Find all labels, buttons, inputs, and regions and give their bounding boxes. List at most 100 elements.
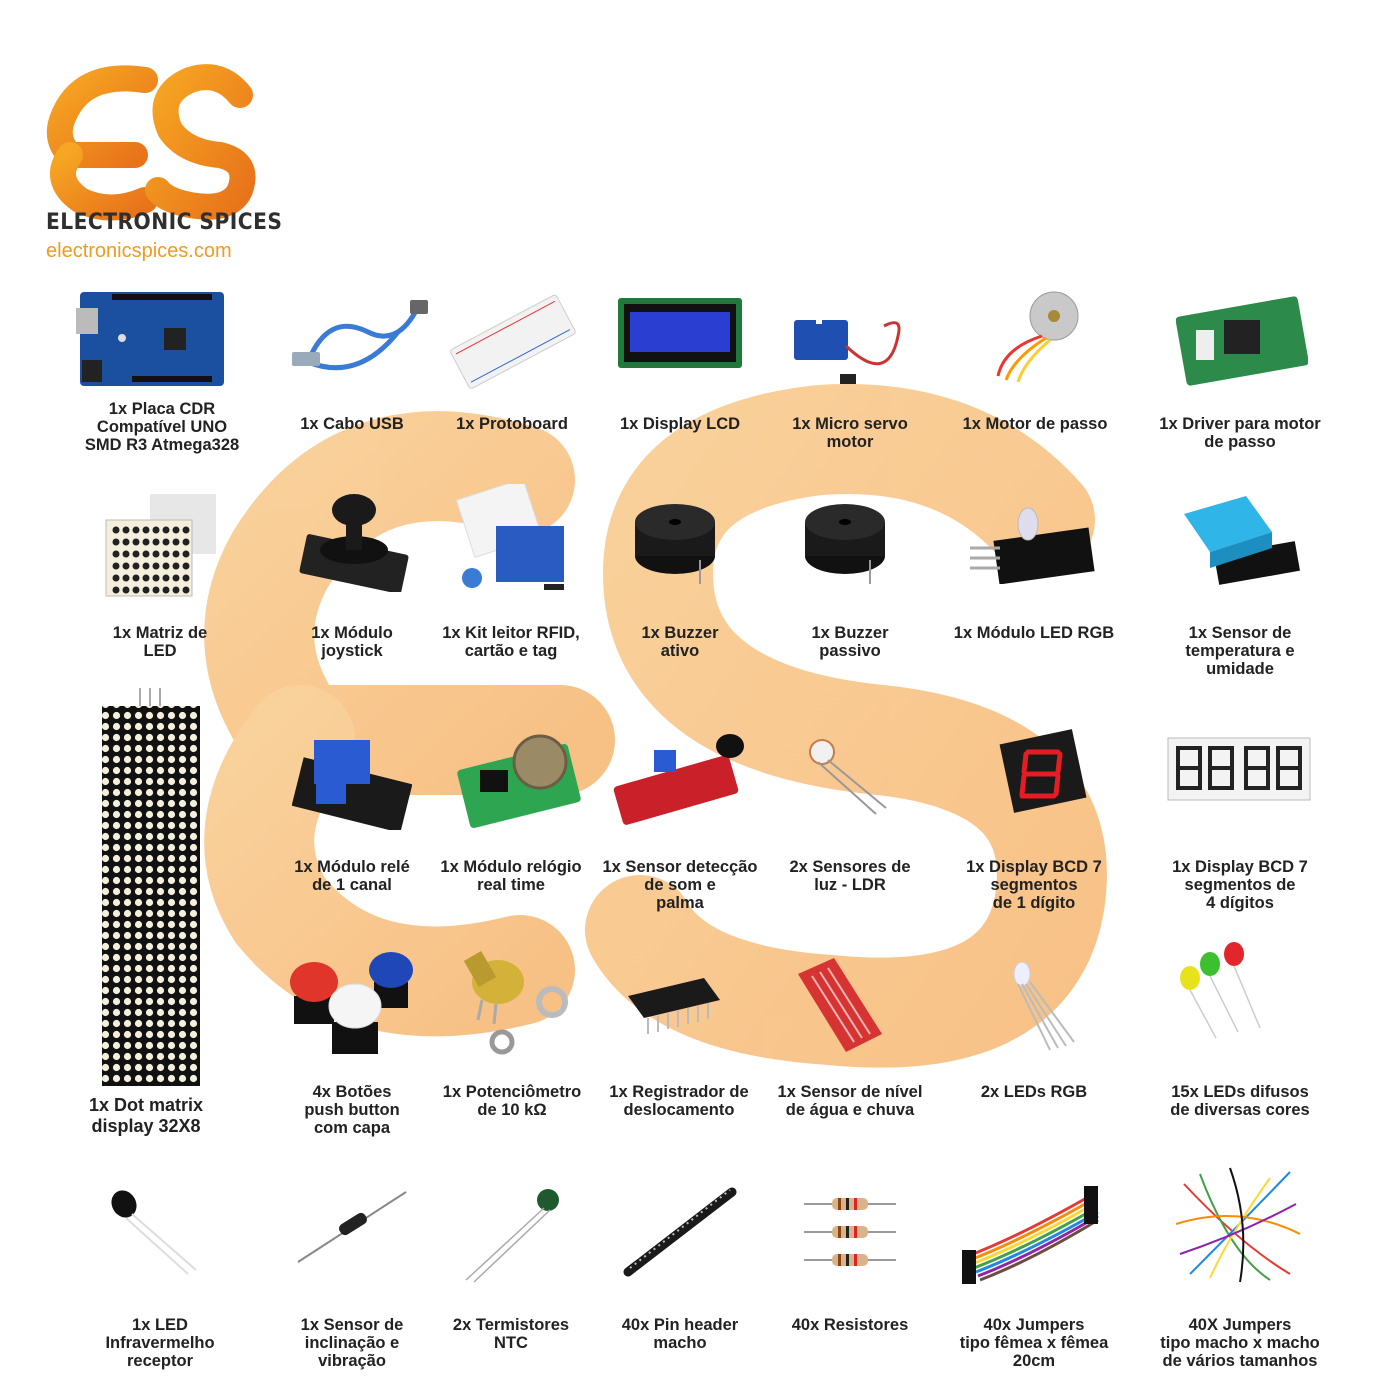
item-driver	[1176, 290, 1308, 390]
label-rfid: 1x Kit leitor RFID, cartão e tag	[442, 624, 580, 660]
item-leds	[1176, 942, 1272, 1042]
label-uno: 1x Placa CDR Compatível UNO SMD R3 Atmeg…	[84, 400, 240, 454]
leds-icon	[1180, 942, 1261, 1039]
rfid-kit-icon	[455, 484, 564, 590]
rtc-module-icon	[457, 734, 581, 829]
label-seg1: 1x Display BCD 7 segmentos de 1 dígito	[966, 858, 1102, 912]
item-rtc	[454, 726, 584, 830]
relay-module-icon	[292, 740, 412, 830]
label-buzzer-passive: 1x Buzzer passivo	[811, 624, 889, 660]
label-buzzer-active: 1x Buzzer ativo	[641, 624, 719, 660]
label-usb: 1x Cabo USB	[300, 415, 404, 433]
label-dht: 1x Sensor de temperatura e umidade	[1185, 624, 1295, 678]
label-jumpers-ff: 40x Jumpers tipo fêmea x fêmea 20cm	[959, 1316, 1109, 1370]
label-rgb-module: 1x Módulo LED RGB	[953, 624, 1115, 642]
jumper-wires-icon	[962, 1186, 1099, 1284]
label-pot: 1x Potenciômetro de 10 kΩ	[442, 1083, 582, 1119]
item-water	[794, 954, 886, 1056]
item-ir	[104, 1186, 204, 1276]
label-water: 1x Sensor de nível de água e chuva	[777, 1083, 923, 1119]
led-matrix-icon	[105, 494, 216, 597]
sound-sensor-icon	[613, 734, 744, 825]
label-buttons: 4x Botões push button com capa	[304, 1083, 400, 1137]
push-button-icon	[290, 952, 413, 1054]
label-ir: 1x LED Infravermelho receptor	[105, 1316, 215, 1370]
item-ldr	[806, 738, 902, 818]
item-stepper	[984, 288, 1094, 388]
label-tilt: 1x Sensor de inclinação e vibração	[300, 1316, 404, 1370]
label-sound: 1x Sensor detecção de som e palma	[602, 858, 758, 912]
label-lcd: 1x Display LCD	[619, 415, 741, 433]
label-matrix: 1x Matriz de LED	[112, 624, 208, 660]
item-jumpers-ff	[960, 1176, 1100, 1286]
label-servo: 1x Micro servo motor	[792, 415, 908, 451]
item-header	[622, 1186, 738, 1278]
label-protoboard: 1x Protoboard	[456, 415, 568, 433]
item-servo	[788, 296, 912, 392]
label-ldr: 2x Sensores de luz - LDR	[789, 858, 911, 894]
item-rgb-leds	[1000, 962, 1084, 1054]
water-sensor-icon	[798, 958, 882, 1052]
dot-matrix-display-icon	[102, 688, 200, 1086]
item-tilt	[294, 1188, 410, 1268]
label-rgb-leds: 2x LEDs RGB	[980, 1083, 1088, 1101]
tilt-sensor-icon	[297, 1191, 407, 1263]
item-seg4	[1166, 736, 1312, 810]
item-buzzer-active	[630, 500, 720, 586]
brand-logo	[46, 40, 298, 221]
item-usb	[288, 292, 432, 388]
label-stepper: 1x Motor de passo	[962, 415, 1108, 433]
item-pot	[452, 944, 572, 1056]
label-shift: 1x Registrador de deslocamento	[609, 1083, 749, 1119]
lcd-display-icon	[618, 298, 742, 368]
item-resistors	[800, 1190, 900, 1276]
item-dotmatrix	[100, 688, 204, 1088]
item-buzzer-passive	[800, 500, 890, 586]
item-lcd	[618, 298, 742, 368]
rgb-led-icon	[1013, 962, 1075, 1051]
item-matrix	[100, 490, 220, 602]
breadboard-icon	[450, 294, 576, 389]
label-rtc: 1x Módulo relógio real time	[440, 858, 582, 894]
label-dotmatrix: 1x Dot matrix display 32X8	[88, 1095, 204, 1136]
buzzer-icon	[805, 504, 885, 584]
label-leds: 15x LEDs difusos de diversas cores	[1170, 1083, 1310, 1119]
resistor-icon	[804, 1198, 896, 1266]
usb-cable-icon	[292, 300, 428, 371]
thermistor-icon	[465, 1189, 559, 1283]
label-resistors: 40x Resistores	[791, 1316, 909, 1334]
item-ntc	[460, 1184, 566, 1284]
item-sound	[610, 726, 750, 830]
label-seg4: 1x Display BCD 7 segmentos de 4 dígitos	[1172, 858, 1308, 912]
brand-website: electronicspices.com	[46, 240, 232, 262]
label-ntc: 2x Termistores NTC	[452, 1316, 570, 1352]
item-shift	[624, 962, 724, 1042]
label-jumpers-mm: 40X Jumpers tipo macho x macho de vários…	[1160, 1316, 1320, 1370]
item-rfid	[450, 484, 574, 600]
rgb-module-icon	[970, 507, 1095, 584]
item-rgb-module	[966, 504, 1098, 584]
item-uno	[72, 288, 232, 392]
ir-receiver-icon	[111, 1190, 197, 1275]
item-seg1	[998, 728, 1090, 814]
item-jumpers-mm	[1170, 1164, 1306, 1284]
dht-sensor-icon	[1184, 496, 1300, 585]
stepper-motor-icon	[996, 291, 1079, 383]
ldr-icon	[809, 739, 887, 815]
servo-motor-icon	[794, 310, 901, 384]
label-driver: 1x Driver para motor de passo	[1159, 415, 1321, 451]
arduino-board-icon	[76, 292, 224, 386]
ic-chip-icon	[628, 978, 720, 1034]
label-header: 40x Pin header macho	[621, 1316, 739, 1352]
jumper-bundle-icon	[1175, 1167, 1301, 1283]
item-buttons	[288, 950, 418, 1060]
four-digit-display-icon	[1167, 737, 1311, 801]
motor-driver-icon	[1176, 296, 1308, 386]
brand-name: ELECTRONIC SPICES	[46, 210, 283, 235]
item-joystick	[296, 492, 412, 592]
joystick-icon	[299, 494, 409, 592]
item-dht	[1176, 492, 1304, 592]
pin-header-icon	[623, 1187, 737, 1277]
buzzer-icon	[635, 504, 715, 584]
